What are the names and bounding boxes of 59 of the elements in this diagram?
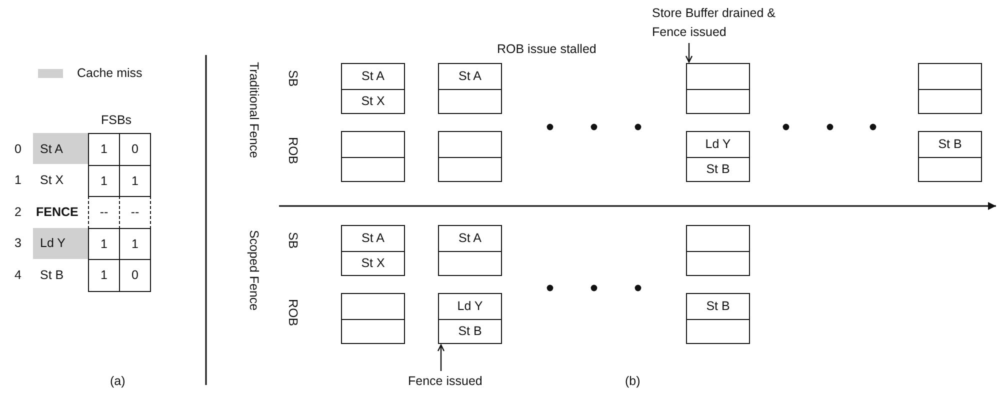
- table-cell: 1: [88, 133, 120, 166]
- buffer-box: [341, 63, 405, 114]
- entry-text: St A: [362, 69, 384, 84]
- entry-text: Ld Y: [705, 137, 731, 152]
- buffer-box: [686, 293, 750, 344]
- table-cell: 1: [119, 228, 151, 260]
- table-cell: 0: [119, 133, 151, 166]
- instruction-label: St A: [33, 133, 89, 164]
- entry-text: St B: [706, 299, 730, 314]
- buffer-box: [686, 131, 750, 182]
- leader-arrow: [685, 43, 693, 63]
- row-label: SB: [286, 232, 300, 249]
- row-label: SB: [286, 70, 300, 87]
- row-group-label: Scoped Fence: [247, 230, 261, 311]
- panel-label: (b): [625, 374, 640, 388]
- entry-text: St B: [458, 324, 482, 338]
- row-group-label: Traditional Fence: [247, 62, 261, 158]
- table-cell: 1: [88, 164, 120, 197]
- entry-text: Ld Y: [457, 299, 483, 314]
- entry-text: St X: [361, 256, 385, 270]
- buffer-box: [918, 131, 982, 182]
- table-cell: 1: [119, 164, 151, 197]
- buffer-box: [341, 131, 405, 182]
- row-number: 0: [14, 140, 22, 158]
- table-cell: 0: [119, 259, 151, 292]
- buffer-box: [438, 293, 502, 344]
- table-cell: 1: [88, 259, 120, 292]
- buffer-box: [438, 225, 502, 276]
- annotation-text: ROB issue stalled: [497, 42, 596, 56]
- entry-text: St A: [458, 231, 482, 246]
- instruction-label: St X: [39, 172, 65, 189]
- leader-arrow: [437, 344, 445, 371]
- entry-text: St B: [706, 162, 730, 176]
- column-header: FSBs: [101, 113, 132, 127]
- table-cell: 1: [88, 228, 120, 260]
- row-label: ROB: [286, 137, 300, 164]
- row-number: 2: [14, 204, 22, 220]
- buffer-box: [686, 225, 750, 276]
- buffer-box: [341, 225, 405, 276]
- row-number: 4: [14, 266, 22, 284]
- buffer-box: [438, 131, 502, 182]
- row-number: 3: [14, 235, 22, 252]
- entry-text: St A: [458, 69, 482, 84]
- buffer-box: [686, 63, 750, 114]
- annotation-text: Store Buffer drained & Fence issued: [652, 4, 792, 42]
- annotation-text: Fence issued: [408, 372, 488, 391]
- buffer-box: [341, 293, 405, 344]
- buffer-box: [438, 63, 502, 114]
- row-label: ROB: [286, 299, 300, 326]
- instruction-label: FENCE: [35, 204, 80, 220]
- legend-label: Cache miss: [77, 66, 142, 80]
- instruction-label: Ld Y: [33, 228, 89, 258]
- panel-label: (a): [110, 374, 126, 388]
- instruction-label: St B: [39, 266, 65, 284]
- entry-text: St A: [362, 231, 384, 246]
- buffer-box: [918, 63, 982, 114]
- row-number: 1: [14, 172, 22, 189]
- entry-text: St X: [361, 94, 385, 108]
- entry-text: St B: [938, 137, 962, 152]
